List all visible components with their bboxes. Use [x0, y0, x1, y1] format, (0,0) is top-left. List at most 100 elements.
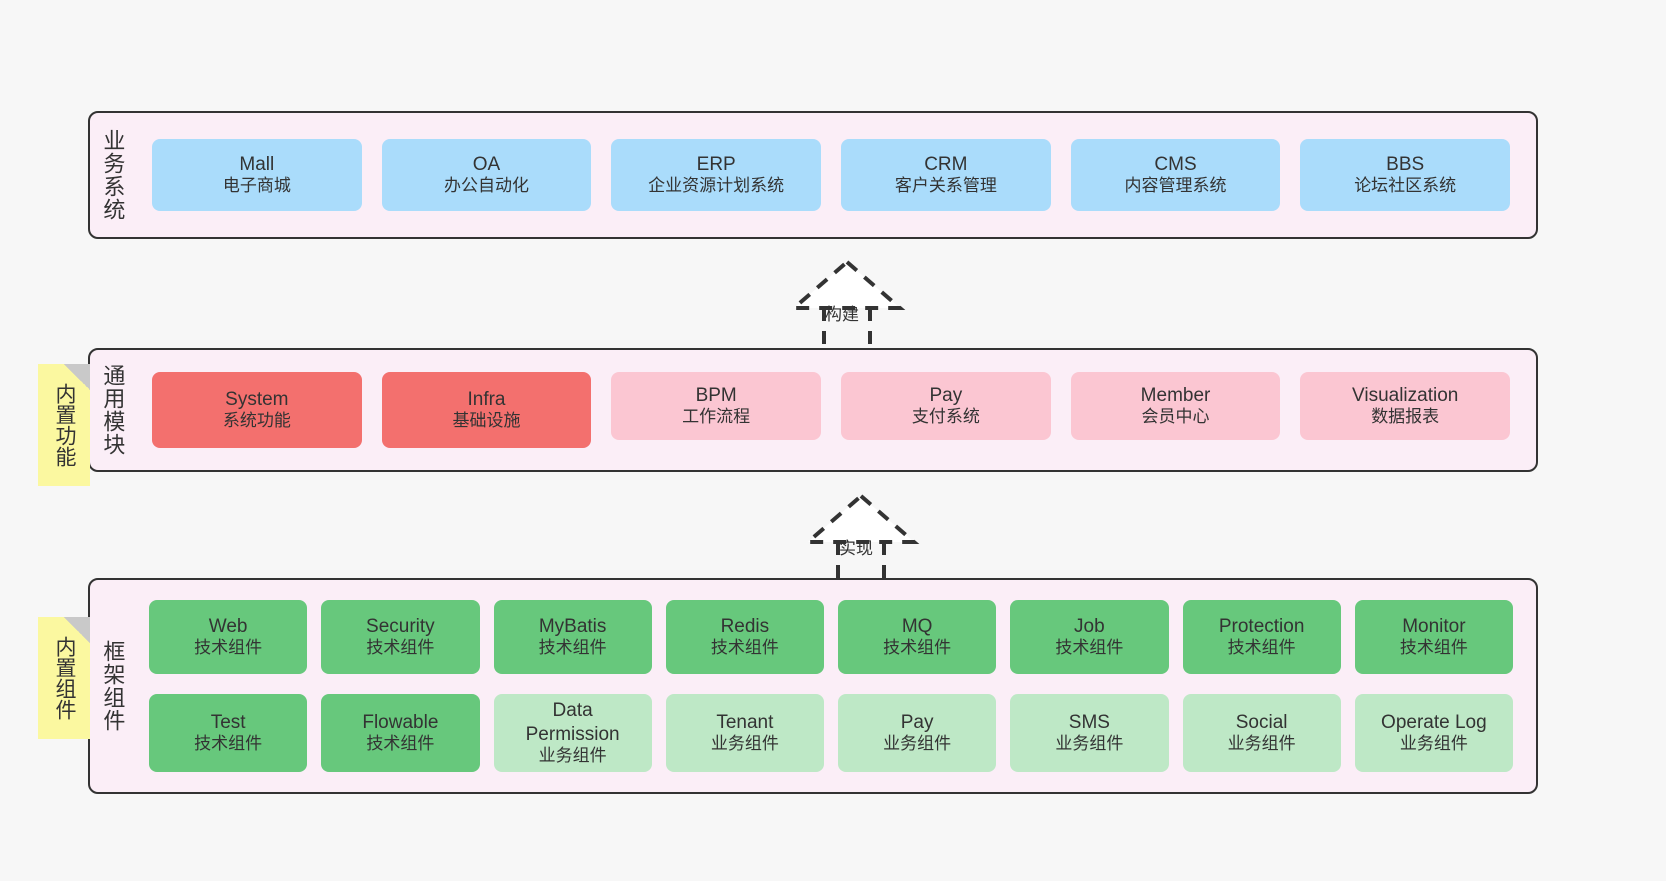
- card-subtitle: 数据报表: [1371, 407, 1440, 427]
- card-social[interactable]: Social 业务组件: [1182, 694, 1341, 772]
- card-subtitle: 技术组件: [194, 734, 263, 754]
- card-tenant[interactable]: Tenant 业务组件: [665, 694, 824, 772]
- card-sms[interactable]: SMS 业务组件: [1010, 694, 1169, 772]
- card-flowable[interactable]: Flowable 技术组件: [321, 694, 480, 772]
- card-system[interactable]: System 系统功能: [152, 372, 362, 448]
- card-subtitle: 业务组件: [1055, 734, 1124, 754]
- card-bpm[interactable]: BPM 工作流程: [611, 372, 822, 440]
- layer-body-business: Mall 电子商城 OA 办公自动化 ERP 企业资源计划系统 CRM 客户关系…: [134, 113, 1536, 237]
- card-subtitle: 业务组件: [1227, 734, 1296, 754]
- card-test[interactable]: Test 技术组件: [149, 694, 308, 772]
- card-subtitle: 技术组件: [1399, 638, 1468, 658]
- card-oa[interactable]: OA 办公自动化: [381, 139, 592, 211]
- card-member[interactable]: Member 会员中心: [1070, 372, 1281, 440]
- card-title: Redis: [720, 616, 770, 638]
- card-title: Social: [1235, 712, 1288, 734]
- card-subtitle: 技术组件: [710, 638, 779, 658]
- card-data-permission[interactable]: Data Permission 业务组件: [493, 694, 652, 772]
- card-job[interactable]: Job 技术组件: [1010, 600, 1169, 674]
- card-subtitle: 技术组件: [366, 638, 435, 658]
- card-title: BBS: [1386, 154, 1425, 176]
- card-infra[interactable]: Infra 基础设施: [381, 372, 592, 448]
- card-bbs[interactable]: BBS 论坛社区系统: [1300, 139, 1511, 211]
- card-redis[interactable]: Redis 技术组件: [665, 600, 824, 674]
- card-subtitle: 支付系统: [911, 407, 980, 427]
- card-pay[interactable]: Pay 支付系统: [841, 372, 1051, 440]
- card-title: Visualization: [1352, 385, 1459, 407]
- card-cms[interactable]: CMS 内容管理系统: [1070, 139, 1281, 211]
- card-title: Security: [366, 616, 435, 638]
- card-title: System: [225, 389, 289, 411]
- connector-build-arrow-icon: [788, 259, 906, 350]
- card-title: Operate Log: [1381, 712, 1487, 734]
- card-row-common: System 系统功能 Infra 基础设施 BPM 工作流程 Pay 支付系统…: [142, 372, 1520, 448]
- card-subtitle: 客户关系管理: [894, 176, 997, 196]
- note-builtin-features: 内置功能: [38, 364, 90, 486]
- card-subtitle: 技术组件: [538, 638, 607, 658]
- card-subtitle: 基础设施: [452, 411, 521, 431]
- card-title: Pay: [929, 385, 963, 407]
- card-mall[interactable]: Mall 电子商城: [152, 139, 362, 211]
- card-title: Job: [1074, 616, 1105, 638]
- card-subtitle: 技术组件: [194, 638, 263, 658]
- card-operate-log[interactable]: Operate Log 业务组件: [1354, 694, 1513, 772]
- card-title: Monitor: [1402, 616, 1466, 638]
- card-subtitle: 业务组件: [538, 745, 607, 765]
- card-row-framework-business: Test 技术组件 Flowable 技术组件 Data Permission …: [142, 694, 1520, 772]
- card-title: MyBatis: [538, 616, 607, 638]
- layer-common-modules: 通用模块 System 系统功能 Infra 基础设施 BPM 工作流程 Pay: [88, 348, 1538, 472]
- card-visualization[interactable]: Visualization 数据报表: [1300, 372, 1511, 440]
- card-mq[interactable]: MQ 技术组件: [838, 600, 997, 674]
- card-title: Protection: [1218, 616, 1305, 638]
- connector-implement-label: 实现: [839, 539, 873, 558]
- connector-build: 构建: [752, 258, 942, 350]
- card-monitor[interactable]: Monitor 技术组件: [1354, 600, 1513, 674]
- card-subtitle: 业务组件: [710, 734, 779, 754]
- layer-framework-components: 框架组件 Web 技术组件 Security 技术组件 MyBatis 技术组件…: [88, 578, 1538, 794]
- card-title: Data Permission: [525, 700, 620, 745]
- card-row-business: Mall 电子商城 OA 办公自动化 ERP 企业资源计划系统 CRM 客户关系…: [142, 139, 1520, 211]
- card-subtitle: 企业资源计划系统: [648, 176, 785, 196]
- layer-title-business: 业务系统: [100, 129, 126, 221]
- layer-body-framework: Web 技术组件 Security 技术组件 MyBatis 技术组件 Redi…: [134, 580, 1536, 792]
- layer-business-systems: 业务系统 Mall 电子商城 OA 办公自动化 ERP 企业资源计划系统 CRM: [88, 111, 1538, 239]
- card-subtitle: 会员中心: [1141, 407, 1210, 427]
- card-title: CMS: [1154, 154, 1197, 176]
- card-subtitle: 业务组件: [1399, 734, 1468, 754]
- card-subtitle: 论坛社区系统: [1354, 176, 1457, 196]
- card-protection[interactable]: Protection 技术组件: [1182, 600, 1341, 674]
- card-row-framework-tech: Web 技术组件 Security 技术组件 MyBatis 技术组件 Redi…: [142, 600, 1520, 674]
- layer-body-common: System 系统功能 Infra 基础设施 BPM 工作流程 Pay 支付系统…: [134, 350, 1536, 470]
- card-erp[interactable]: ERP 企业资源计划系统: [611, 139, 822, 211]
- card-subtitle: 办公自动化: [444, 176, 529, 196]
- card-subtitle: 技术组件: [883, 638, 952, 658]
- card-title: Tenant: [716, 712, 774, 734]
- card-subtitle: 技术组件: [366, 734, 435, 754]
- connector-implement: 实现: [766, 492, 956, 584]
- card-subtitle: 业务组件: [883, 734, 952, 754]
- card-title: OA: [472, 154, 501, 176]
- card-subtitle: 工作流程: [682, 407, 751, 427]
- card-title: Pay: [900, 712, 934, 734]
- card-crm[interactable]: CRM 客户关系管理: [841, 139, 1051, 211]
- card-subtitle: 内容管理系统: [1124, 176, 1227, 196]
- card-security[interactable]: Security 技术组件: [321, 600, 480, 674]
- card-title: Infra: [467, 389, 506, 411]
- card-subtitle: 技术组件: [1227, 638, 1296, 658]
- note-builtin-components: 内置组件: [38, 617, 90, 739]
- connector-build-label: 构建: [825, 305, 859, 324]
- card-title: Flowable: [362, 712, 439, 734]
- card-title: Web: [208, 616, 248, 638]
- card-pay-business[interactable]: Pay 业务组件: [838, 694, 997, 772]
- card-subtitle: 技术组件: [1055, 638, 1124, 658]
- card-mybatis[interactable]: MyBatis 技术组件: [493, 600, 652, 674]
- layer-title-framework: 框架组件: [100, 640, 126, 732]
- card-web[interactable]: Web 技术组件: [149, 600, 308, 674]
- card-title: Member: [1140, 385, 1211, 407]
- card-subtitle: 电子商城: [222, 176, 291, 196]
- card-title: CRM: [924, 154, 968, 176]
- card-title: BPM: [695, 385, 737, 407]
- card-title: Mall: [239, 154, 275, 176]
- card-title: ERP: [696, 154, 736, 176]
